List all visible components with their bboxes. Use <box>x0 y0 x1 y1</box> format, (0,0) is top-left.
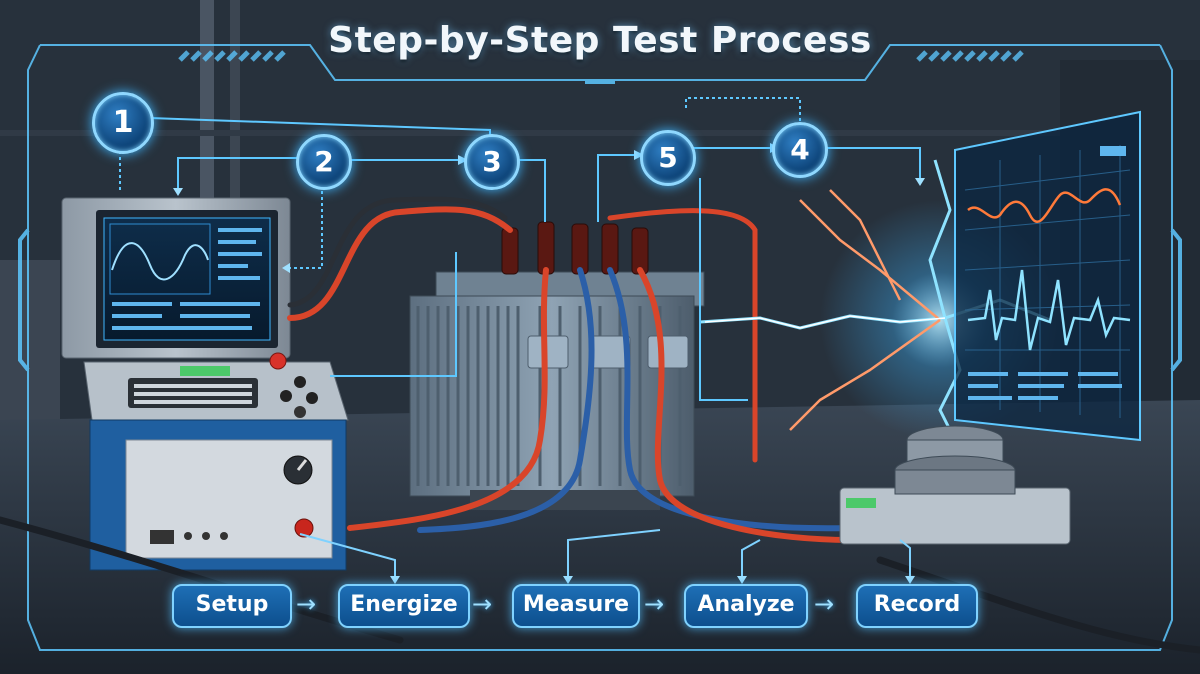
process-step-energize: Energize <box>338 584 470 628</box>
arrow-right-icon: → <box>814 590 835 618</box>
test-electrode <box>839 425 1071 545</box>
process-step-analyze: Analyze <box>684 584 808 628</box>
step-connectors <box>119 97 921 401</box>
step-circle-3: 3 <box>464 134 520 190</box>
arrow-right-icon: → <box>472 590 493 618</box>
arrow-right-icon: → <box>644 590 665 618</box>
transformer <box>409 221 705 510</box>
arrow-right-icon: → <box>296 590 317 618</box>
process-step-setup: Setup <box>172 584 292 628</box>
process-step-measure: Measure <box>512 584 640 628</box>
pill-connector-arrowheads <box>390 576 915 584</box>
connector-arrowheads <box>173 143 925 273</box>
step-circle-2: 2 <box>296 134 352 190</box>
step-circle-4: 4 <box>772 122 828 178</box>
page-title: Step-by-Step Test Process <box>328 20 872 61</box>
process-step-record: Record <box>856 584 978 628</box>
control-console <box>61 197 349 571</box>
pill-connectors <box>299 529 911 578</box>
hud-frame <box>18 44 1182 651</box>
step-circle-1: 1 <box>92 92 154 154</box>
waveform-icon <box>954 110 1141 442</box>
step-circle-5: 5 <box>640 130 696 186</box>
